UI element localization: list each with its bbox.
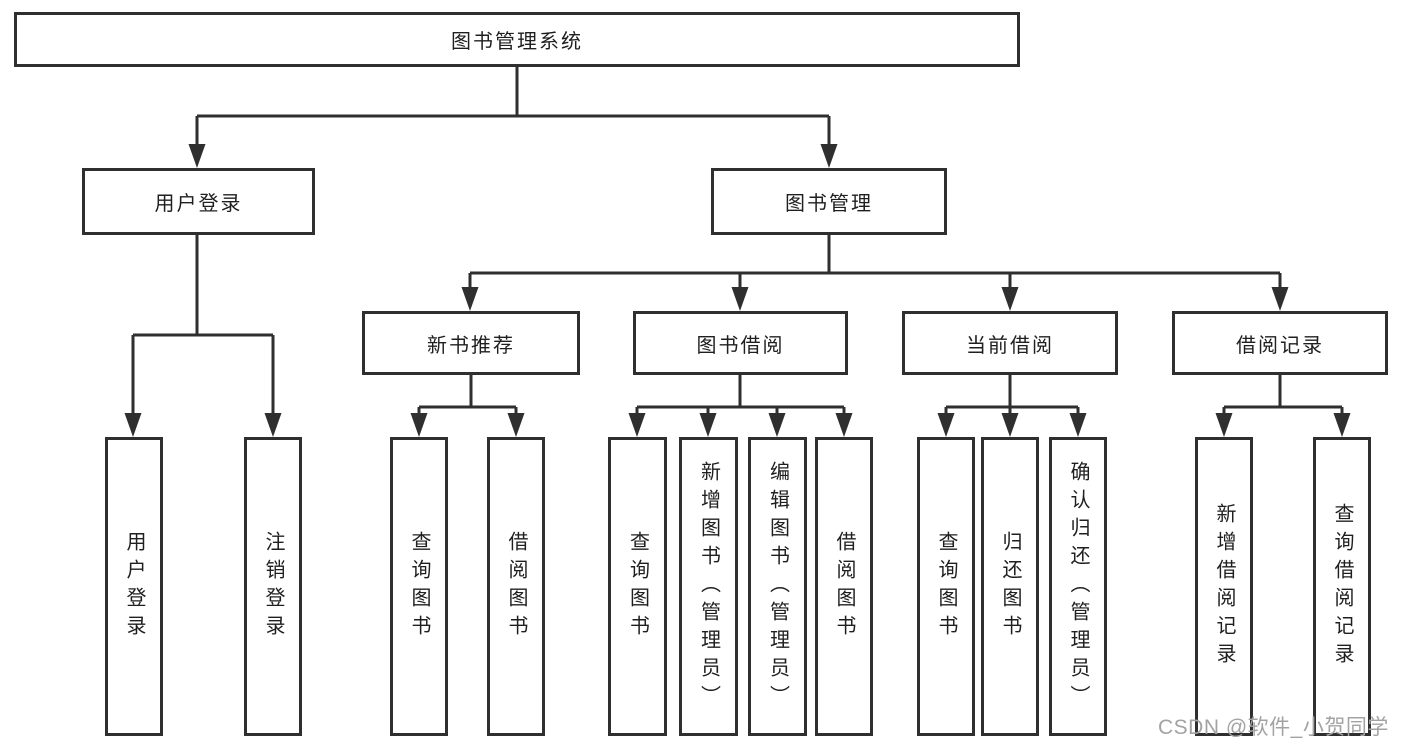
node-user-login-group: 用户登录 (82, 168, 315, 235)
leaf-user-login: 用户登录 (105, 437, 163, 736)
watermark: CSDN @软件_小贺同学 (1158, 716, 1389, 739)
node-label: 查询图书 (626, 530, 649, 643)
arrowhead-icon (264, 413, 282, 437)
arrowhead-icon (188, 144, 206, 168)
node-label: 新增借阅记录 (1213, 502, 1235, 671)
arrowhead-icon (835, 413, 853, 437)
node-label: 借阅记录 (1236, 334, 1324, 357)
node-label: 查询图书 (935, 530, 957, 643)
node-label: 查询图书 (408, 530, 430, 643)
arrowhead-icon (731, 287, 749, 311)
leaf-bb-borrow-books: 借阅图书 (815, 437, 873, 736)
node-new-book-recommend: 新书推荐 (362, 311, 580, 375)
node-root: 图书管理系统 (14, 12, 1020, 67)
leaf-nb-query-books: 查询图书 (390, 437, 448, 736)
arrowhead-icon (937, 413, 955, 437)
leaf-bb-query-books: 查询图书 (608, 437, 667, 736)
arrowhead-icon (1271, 287, 1289, 311)
node-label: 用户登录 (154, 193, 243, 215)
leaf-cb-return-books: 归还图书 (981, 437, 1039, 736)
leaf-cb-query-books: 查询图书 (917, 437, 975, 736)
node-label: 注销登录 (262, 530, 284, 643)
leaf-nb-borrow-books: 借阅图书 (487, 437, 545, 736)
node-label: 确认归还（管理员） (1067, 460, 1089, 713)
leaf-br-query-record: 查询借阅记录 (1313, 437, 1371, 736)
leaf-bb-edit-books-admin: 编辑图书（管理员） (748, 437, 807, 736)
node-label: 新书推荐 (427, 334, 515, 357)
arrowhead-icon (1069, 413, 1087, 437)
node-label: 编辑图书（管理员） (766, 460, 789, 713)
leaf-bb-add-books-admin: 新增图书（管理员） (679, 437, 738, 736)
arrowhead-icon (768, 413, 786, 437)
arrowhead-icon (461, 287, 479, 311)
node-label: 归还图书 (999, 530, 1021, 643)
node-label: 借阅图书 (833, 530, 855, 643)
node-label: 用户登录 (123, 530, 145, 643)
arrowhead-icon (1215, 413, 1233, 437)
leaf-logout: 注销登录 (244, 437, 302, 736)
arrowhead-icon (507, 413, 525, 437)
node-label: 当前借阅 (966, 334, 1054, 357)
arrowhead-icon (1333, 413, 1351, 437)
node-label: 新增图书（管理员） (697, 460, 720, 713)
node-label: 查询借阅记录 (1331, 502, 1353, 671)
node-current-borrow: 当前借阅 (902, 311, 1118, 375)
connector-path (131, 66, 1344, 417)
arrowhead-icon (628, 413, 646, 437)
node-label: 图书管理系统 (451, 31, 583, 53)
node-label: 图书借阅 (696, 334, 785, 357)
arrowhead-icon (699, 413, 717, 437)
node-label: 借阅图书 (505, 530, 527, 643)
leaf-cb-confirm-return-admin: 确认归还（管理员） (1049, 437, 1107, 736)
arrowhead-icon (124, 413, 142, 437)
arrowhead-icon (1001, 413, 1019, 437)
node-label: 图书管理 (785, 193, 873, 215)
node-book-management: 图书管理 (711, 168, 947, 235)
leaf-br-add-record: 新增借阅记录 (1195, 437, 1253, 736)
node-borrow-records: 借阅记录 (1172, 311, 1388, 375)
arrowhead-icon (820, 144, 838, 168)
arrowhead-icon (410, 413, 428, 437)
node-book-borrow: 图书借阅 (633, 311, 848, 375)
arrowhead-icon (1001, 287, 1019, 311)
